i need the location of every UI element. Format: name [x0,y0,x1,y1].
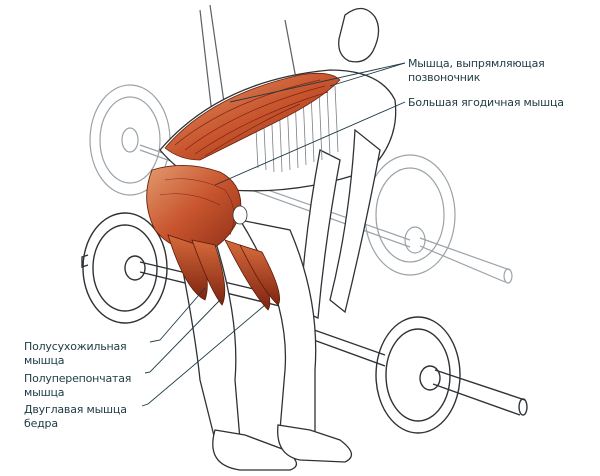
gluteus-maximus-muscle [146,165,242,252]
hamstring-muscles [167,234,281,311]
label-biceps-femoris: Двуглавая мышца бедра [24,403,127,430]
label-erector-spinae: Мышца, выпрямляющая позвоночник [408,57,545,84]
leader-lines [141,62,406,407]
label-gluteus-maximus: Большая ягодичная мышца [408,96,564,109]
label-semitendinosus: Полусухожильная мышца [24,340,127,367]
label-semimembranosus: Полуперепончатая мышца [24,372,132,399]
erector-spinae-muscle [164,72,341,161]
